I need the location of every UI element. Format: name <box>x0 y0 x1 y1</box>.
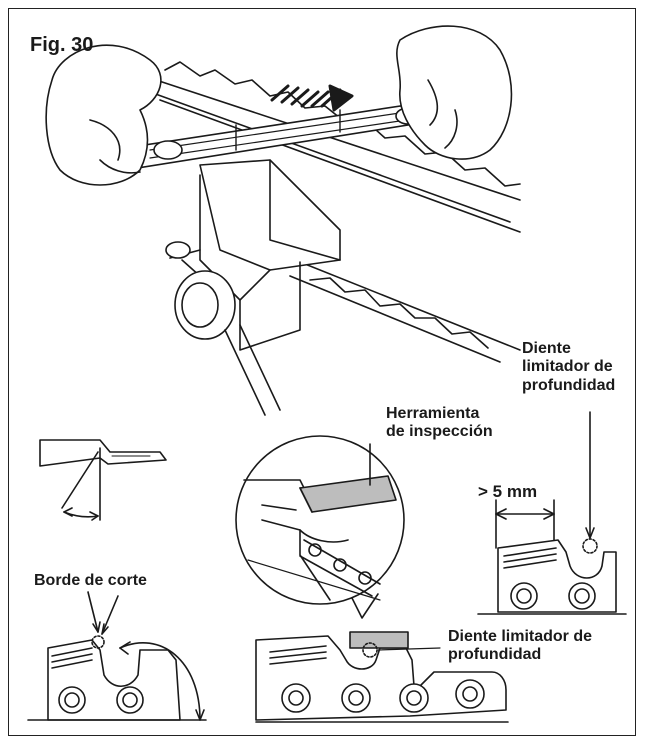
depth-gauge-top-line3: profundidad <box>522 376 616 394</box>
depth-gauge-bottom-line2: profundidad <box>448 646 542 664</box>
gap-measure-label: > 5 mm <box>478 482 538 501</box>
figure-label: Fig. 30 <box>30 34 94 56</box>
depth-gauge-top-line1: Diente <box>522 340 571 357</box>
inspection-tool-label: Herramienta de inspección <box>386 405 493 442</box>
inspection-tool-label-line1: Herramienta <box>386 405 480 422</box>
chain-bar-lower <box>289 261 521 363</box>
left-hand <box>45 44 162 186</box>
chain-cutter-left <box>27 591 207 721</box>
right-hand <box>396 25 513 160</box>
depth-gauge-label-top: Diente limitador de profundidad <box>522 340 615 395</box>
magnified-view <box>235 435 405 619</box>
cutter-side-view <box>39 439 167 521</box>
chain-cutter-right <box>477 411 627 615</box>
depth-gauge-top-line2: limitador de <box>522 358 613 376</box>
motion-arrow <box>270 84 354 112</box>
depth-gauge-label-bottom: Diente limitador de profundidad <box>448 628 592 665</box>
inspection-tool-label-line2: de inspección <box>386 423 493 441</box>
chain-bar-upper <box>149 61 521 233</box>
file-guide-tool <box>111 99 453 171</box>
cutting-edge-label: Borde de corte <box>34 572 147 589</box>
depth-gauge-bottom-line1: Diente limitador de <box>448 628 593 645</box>
vise <box>165 159 341 416</box>
chain-with-tool <box>255 631 509 723</box>
